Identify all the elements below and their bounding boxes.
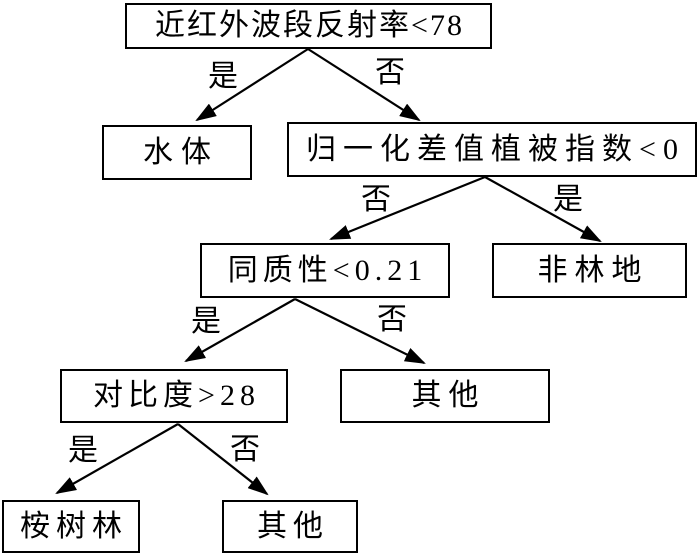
edge-ndvi-homogeneity [329, 175, 486, 241]
node-non-forest: 非林地 [492, 243, 687, 298]
edge-label-ndvi-homogeneity: 否 [361, 183, 391, 216]
edge-label-contrast-other2: 否 [230, 433, 260, 466]
edge-homogeneity-contrast [184, 298, 296, 363]
node-root-nir-reflectance: 近红外波段反射率<78 [125, 3, 492, 49]
node-water-body: 水体 [102, 125, 252, 180]
node-contrast: 对比度>28 [60, 369, 288, 423]
node-other-upper: 其他 [340, 369, 550, 423]
node-other-lower: 其他 [222, 500, 358, 553]
edge-label-contrast-eucalyptus: 是 [68, 434, 98, 467]
node-eucalyptus-forest: 桉树林 [2, 500, 140, 553]
edge-label-homogeneity-other1: 否 [377, 303, 407, 336]
edge-contrast-other2 [177, 423, 269, 496]
edge-label-root-water: 是 [208, 60, 238, 93]
edge-ndvi-nonforest [484, 176, 602, 243]
edge-homogeneity-other1 [294, 298, 426, 364]
edge-root-water [195, 48, 309, 122]
edge-label-homogeneity-contrast: 是 [191, 305, 221, 338]
node-homogeneity: 同质性<0.21 [200, 243, 450, 298]
edge-contrast-eucalyptus [55, 423, 179, 495]
node-ndvi: 归一化差值植被指数<0 [287, 122, 697, 177]
edge-root-ndvi [307, 48, 421, 122]
edge-label-root-ndvi: 否 [375, 56, 405, 89]
edge-label-ndvi-nonforest: 是 [553, 183, 583, 216]
